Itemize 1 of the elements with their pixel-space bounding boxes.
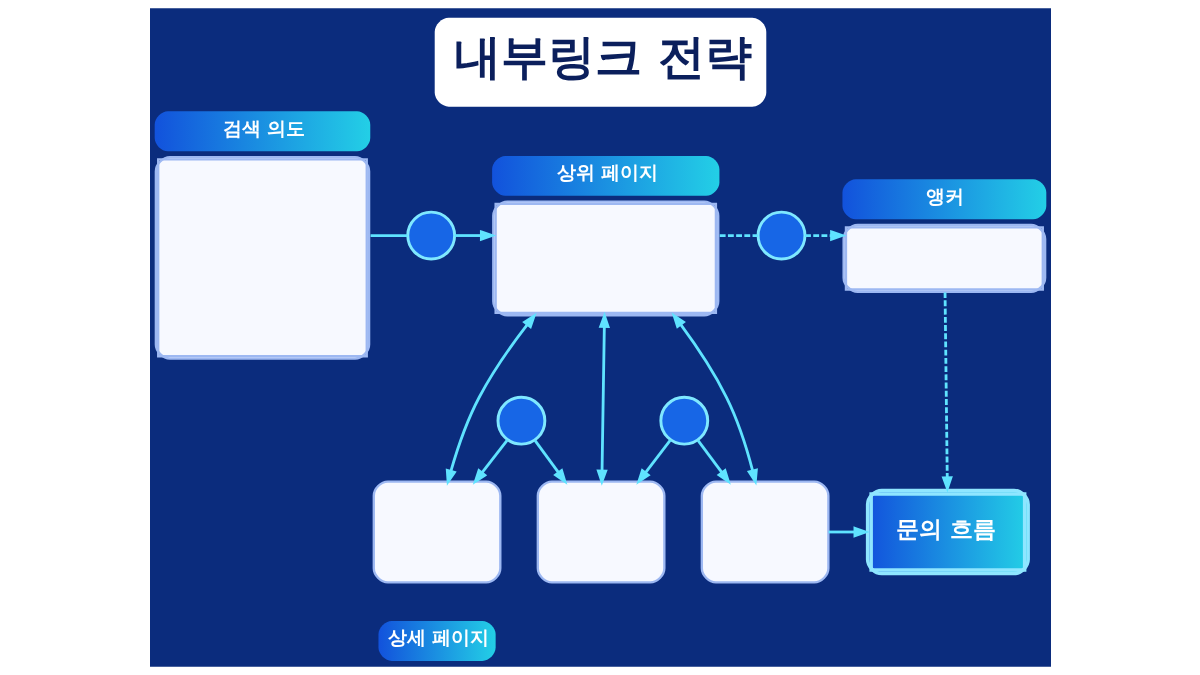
diagram-title: 내부링크 전략	[453, 29, 752, 84]
